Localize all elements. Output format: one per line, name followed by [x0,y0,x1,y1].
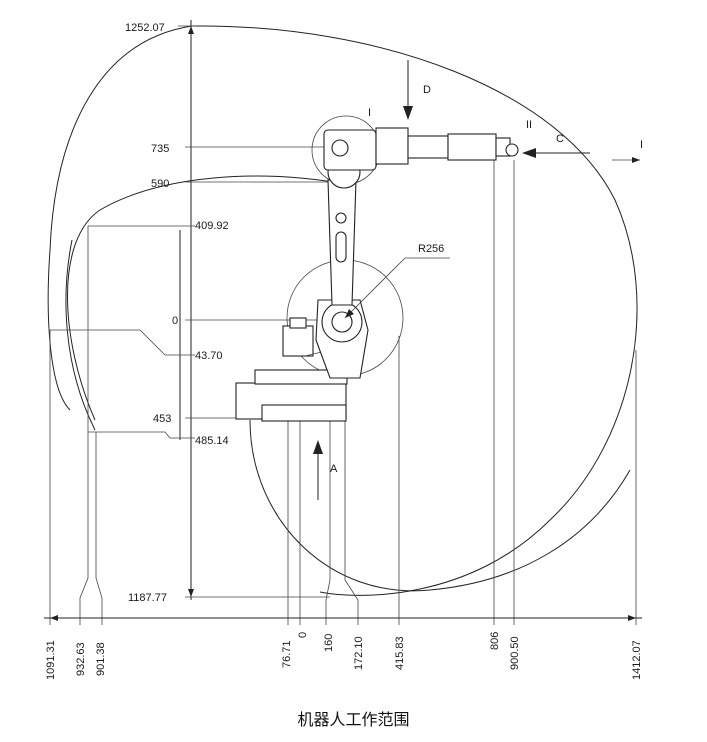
ext-line-932 [79,226,89,625]
hdim-415: 415.83 [394,636,406,670]
ref-line-485 [88,431,195,439]
detail-two-label: II [526,119,532,131]
ref-line-43 [50,329,195,356]
vdim-0: 0 [172,315,178,327]
hdim-160: 160 [323,634,335,652]
r256-label: R256 [418,243,444,255]
hdim-806: 806 [489,632,501,650]
robot-elbow-cap [331,139,349,157]
section-mark-arrow [632,157,640,163]
reach-arc-left [65,239,96,431]
lower-envelope-arc [249,419,631,592]
vdim-735: 735 [151,143,169,155]
robot-arm-slot [335,231,347,263]
hdim-76: 76.71 [281,640,293,668]
robot-forearm [375,127,409,165]
robot-base-foot [261,404,347,422]
vdim-1187: 1187.77 [128,592,167,604]
view-d-label: D [423,84,431,96]
work-envelope-diagram: R256 D C A I II I 1252.07 735 590 409.92… [44,20,643,680]
hdim-900: 900.50 [509,636,521,670]
hdim-1091: 1091.31 [45,640,57,680]
view-c-arrow-head [522,148,536,158]
view-d-arrow-head [403,106,413,120]
robot-tool-point [505,143,519,157]
hdim-901: 901.38 [95,642,107,676]
inner-envelope-arc [67,175,351,421]
view-c-label: C [556,133,564,145]
diagram-caption: 机器人工作范围 [297,710,410,729]
hdim-932: 932.63 [75,642,87,676]
hdim-172: 172.10 [353,636,365,670]
view-a-label: A [330,463,338,475]
vdim-453: 453 [153,413,171,425]
r256-leader [344,257,406,319]
vdim-485: 485.14 [195,435,229,447]
vdim-409: 409.92 [195,220,229,232]
vdim-43: 43.70 [195,350,223,362]
outer-envelope-arc [47,25,638,596]
view-a-arrow-head [313,440,323,454]
detail-one-label: I [368,107,371,119]
robot-wrist [447,133,497,161]
ext-line-901 [95,432,103,625]
hdim-1412: 1412.07 [631,640,643,680]
r256-leader-arrow [345,309,354,318]
ext-line-172 [344,420,359,625]
dim-arrow-left [50,615,58,621]
robot-axis1-cap [289,317,307,329]
hdim-0: 0 [297,632,309,638]
dim-arrow-right [628,615,636,621]
robot-arm-hole [335,212,347,224]
robot-axis1-housing [282,325,314,357]
dim-arrow-bottom [188,589,194,597]
ext-line-160 [325,420,331,625]
dim-arrow-top [188,26,194,34]
vdim-590: 590 [151,178,169,190]
robot-forearm-tube [407,135,449,159]
vdim-1252: 1252.07 [125,22,165,34]
detail-three-label: I [640,139,643,151]
